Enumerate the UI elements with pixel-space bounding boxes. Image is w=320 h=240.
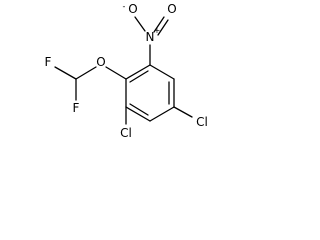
nitrogen-oxygen-single-bond — [134, 16, 146, 32]
ether-oxygen-label: O — [96, 55, 105, 69]
ring-bond-6-inner — [129, 70, 149, 83]
ring-bond-4 — [125, 106, 151, 122]
chlorine-right-label: Cl — [196, 115, 208, 129]
nitro-group: N + O - O — [123, 2, 177, 66]
ring-bond-4-inner — [129, 103, 149, 116]
ring-to-ether-oxygen-bond — [105, 66, 127, 80]
ring-bond-1 — [149, 64, 175, 80]
nitro-nitrogen-label: N — [146, 30, 155, 44]
benzene-ring — [125, 64, 175, 122]
fluorine-bottom-label: F — [73, 101, 80, 115]
chlorine-left-label: Cl — [120, 126, 132, 140]
nitrogen-oxygen-double-bond-a — [153, 16, 165, 33]
nitro-oxygen-top-left-label: O — [128, 2, 137, 16]
chemical-structure: N + O - O O F F Cl Cl — [45, 2, 208, 140]
chlorine-substituents: Cl Cl — [120, 106, 208, 140]
difluoromethoxy-group: O F F — [45, 55, 127, 115]
nitro-oxygen-charge: - — [123, 2, 126, 11]
nitrogen-oxygen-double-bond-b — [157, 19, 169, 36]
nitro-oxygen-right-label: O — [167, 2, 176, 16]
fluorine-top-label: F — [45, 55, 52, 69]
nitro-nitrogen-charge: + — [154, 26, 161, 35]
ring-bond-6 — [125, 64, 151, 80]
ether-oxygen-to-carbon-bond — [75, 66, 97, 80]
ring-bond-3 — [149, 106, 175, 122]
ring-to-chlorine-right-bond — [173, 106, 193, 118]
carbon-to-fluorine-top-bond — [54, 66, 77, 80]
